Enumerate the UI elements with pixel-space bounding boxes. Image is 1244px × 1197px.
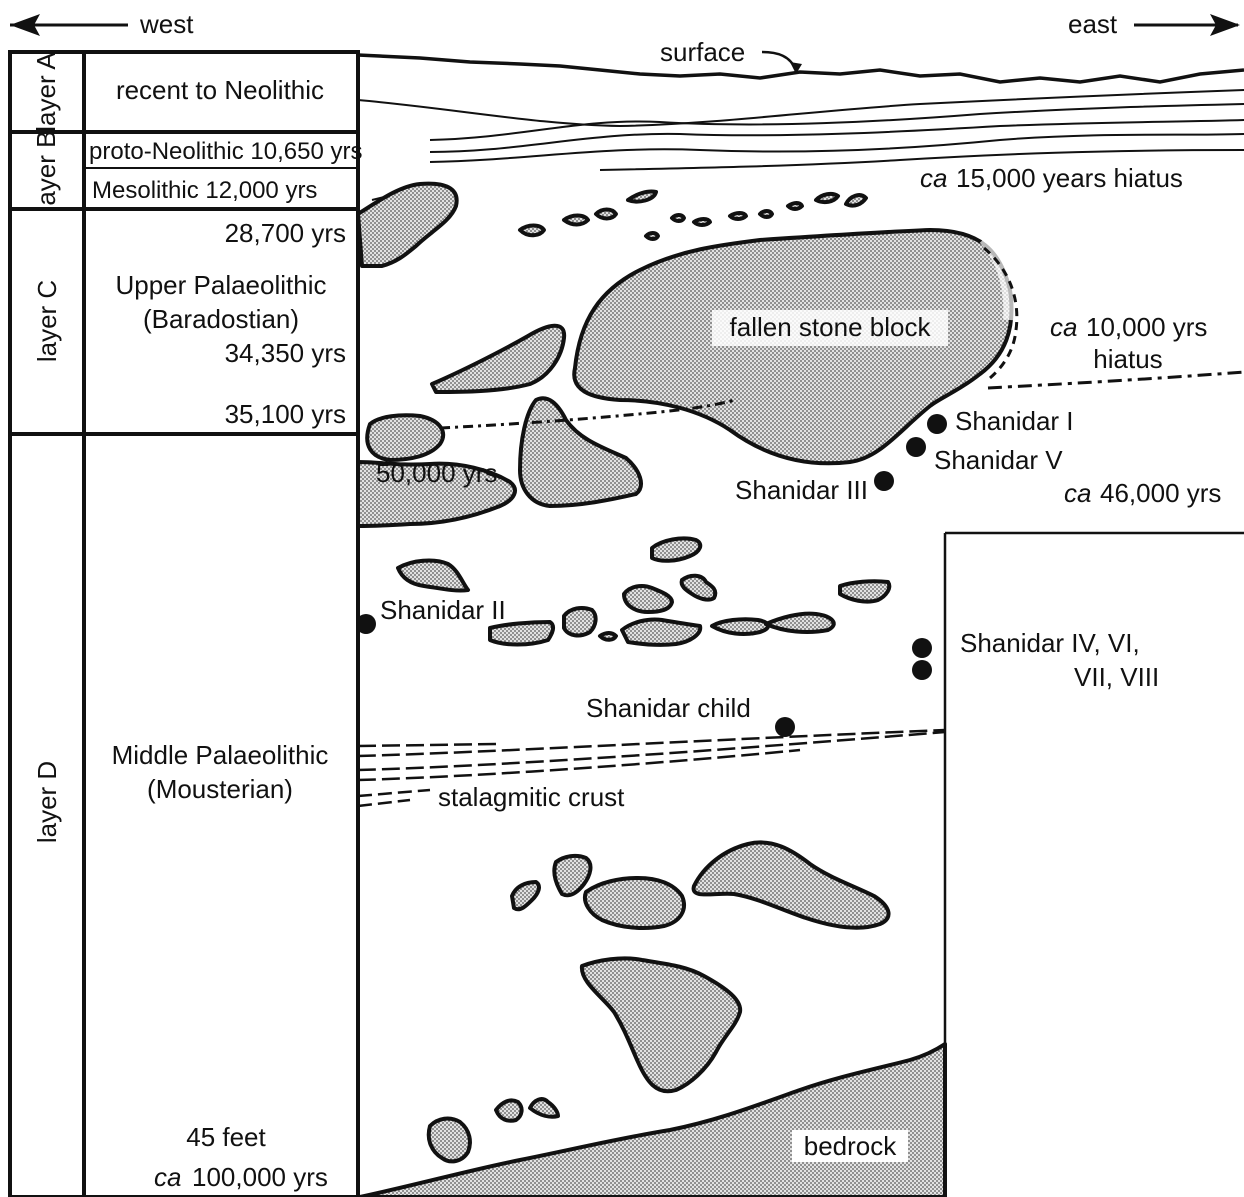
layer-c-label: layer C (32, 280, 62, 362)
burial-marker (356, 614, 376, 634)
stalagmitic-crust-label: stalagmitic crust (438, 782, 625, 812)
burial-shanidar-1: Shanidar I (927, 406, 1074, 436)
bedrock-label: bedrock (804, 1131, 897, 1161)
layer-c-date-mid: 34,350 yrs (225, 338, 346, 368)
burial-label: Shanidar II (380, 595, 506, 625)
layer-b-period-protoneolithic: proto-Neolithic 10,650 yrs (89, 138, 362, 165)
surface-label-group: surface (660, 37, 802, 74)
strata-lines (358, 90, 1244, 170)
burial-marker (775, 717, 795, 737)
layer-d-label: layer D (32, 761, 62, 843)
layer-b-label: layer B (31, 131, 61, 212)
date-46000-label: 46,000 yrs (1100, 478, 1221, 508)
hiatus-top-ca: ca (920, 163, 947, 193)
layer-c-date-top: 28,700 yrs (225, 218, 346, 248)
surface-label: surface (660, 37, 745, 67)
burial-label-line2: VII, VIII (1074, 662, 1159, 692)
fallen-block-label: fallen stone block (730, 312, 932, 342)
burial-label: Shanidar child (586, 693, 751, 723)
layer-d-period-line2: (Mousterian) (147, 774, 293, 804)
burial-shanidar-2: Shanidar II (356, 595, 506, 634)
east-label: east (1068, 9, 1118, 39)
layer-c-period-line1: Upper Palaeolithic (115, 270, 326, 300)
layer-d-depth: 45 feet (186, 1122, 266, 1152)
layer-d-date-ca: ca (154, 1162, 181, 1192)
hiatus-boundary-10000 (988, 372, 1244, 388)
layer-c-period-line2: (Baradostian) (143, 304, 299, 334)
hiatus-mid-line1: 10,000 yrs (1086, 312, 1207, 342)
date-46000-ca: ca (1064, 478, 1091, 508)
layer-a-period: recent to Neolithic (116, 75, 324, 105)
date-50000-label: 50,000 yrs (376, 458, 497, 488)
burial-marker (912, 638, 932, 658)
burial-marker (912, 660, 932, 680)
burial-marker (906, 437, 926, 457)
burial-marker (874, 471, 894, 491)
burial-label-line1: Shanidar IV, VI, (960, 628, 1140, 658)
burial-label: Shanidar I (955, 406, 1074, 436)
layer-a-label: layer A (31, 52, 61, 132)
west-arrow: west (10, 9, 194, 39)
hiatus-mid-ca: ca (1050, 312, 1077, 342)
layer-d-date-bottom: 100,000 yrs (192, 1162, 328, 1192)
east-arrow: east (1068, 9, 1240, 39)
west-label: west (139, 9, 194, 39)
burial-shanidar-4-6-7-8: Shanidar IV, VI, VII, VIII (912, 628, 1159, 692)
burial-label: Shanidar III (735, 475, 868, 505)
surface-line (358, 55, 1244, 82)
layer-b-period-mesolithic: Mesolithic 12,000 yrs (92, 177, 317, 204)
burial-marker (927, 414, 947, 434)
hiatus-mid-line2: hiatus (1093, 344, 1162, 374)
burial-label: Shanidar V (934, 445, 1063, 475)
layer-c-date-bottom: 35,100 yrs (225, 399, 346, 429)
burial-shanidar-child: Shanidar child (586, 693, 795, 737)
burial-shanidar-5: Shanidar V (906, 437, 1063, 475)
hiatus-top-label: 15,000 years hiatus (956, 163, 1183, 193)
layer-d-period-line1: Middle Palaeolithic (112, 740, 329, 770)
burial-shanidar-3: Shanidar III (735, 471, 894, 505)
